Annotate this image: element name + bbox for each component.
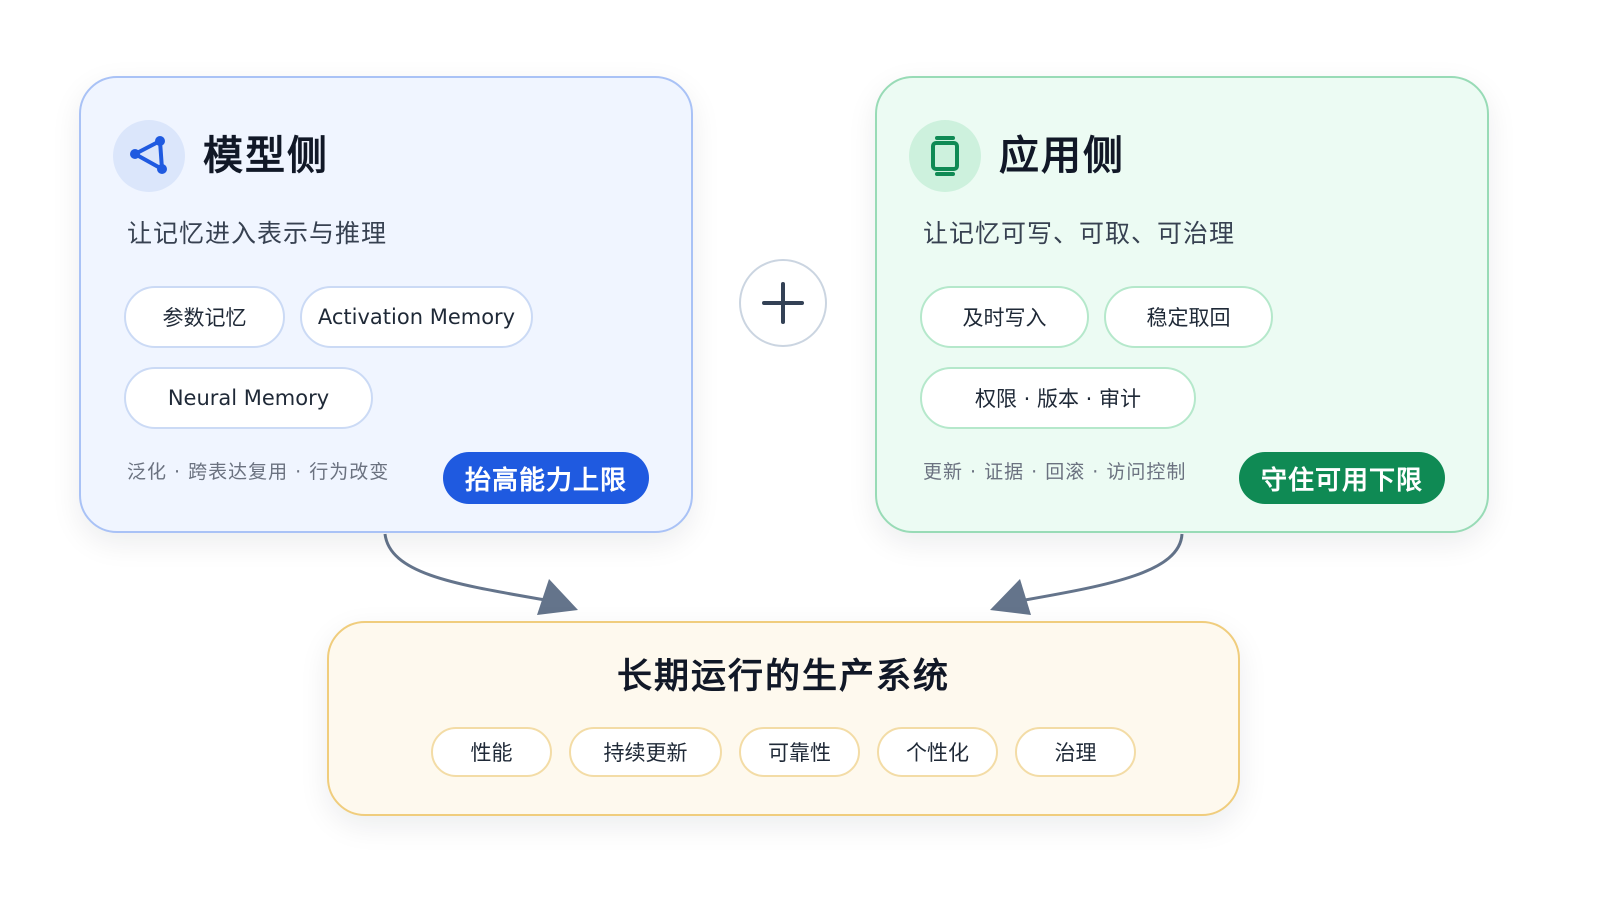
smartwatch-icon (909, 120, 981, 192)
arrow-head-right (990, 579, 1031, 615)
app-side-subtitle: 让记忆可写、可取、可治理 (923, 219, 1236, 248)
system-tag-reliability: 可靠性 (739, 727, 860, 777)
model-side-card: 模型侧 让记忆进入表示与推理 参数记忆 Activation Memory Ne… (79, 76, 693, 533)
production-system-card: 长期运行的生产系统 性能 持续更新 可靠性 个性化 治理 (327, 621, 1240, 816)
model-side-subtitle: 让记忆进入表示与推理 (127, 219, 388, 248)
model-tag-neural-memory: Neural Memory (124, 367, 373, 429)
arrow-head-left (537, 579, 578, 615)
app-side-title: 应用侧 (999, 133, 1125, 179)
system-tag-personalization: 个性化 (877, 727, 998, 777)
model-tag-parametric-memory: 参数记忆 (124, 286, 285, 348)
system-tag-governance: 治理 (1015, 727, 1136, 777)
app-side-card: 应用侧 让记忆可写、可取、可治理 及时写入 稳定取回 权限 · 版本 · 审计 … (875, 76, 1489, 533)
arrow-app-to-system (1024, 533, 1184, 602)
arrow-model-to-system (383, 533, 546, 602)
app-tag-permission-version-audit: 权限 · 版本 · 审计 (920, 367, 1196, 429)
share-nodes-icon (113, 120, 185, 192)
app-tag-timely-write: 及时写入 (920, 286, 1089, 348)
model-tag-activation-memory: Activation Memory (300, 286, 533, 348)
app-tag-stable-retrieval: 稳定取回 (1104, 286, 1273, 348)
app-side-badge: 守住可用下限 (1239, 452, 1445, 504)
system-tag-performance: 性能 (431, 727, 552, 777)
production-system-tags: 性能 持续更新 可靠性 个性化 治理 (329, 727, 1238, 777)
model-side-badge: 抬高能力上限 (443, 452, 649, 504)
model-side-title: 模型侧 (203, 133, 329, 179)
plus-icon (739, 259, 827, 347)
system-tag-continuous-update: 持续更新 (569, 727, 722, 777)
model-side-footer: 泛化 · 跨表达复用 · 行为改变 (127, 461, 390, 483)
app-side-footer: 更新 · 证据 · 回滚 · 访问控制 (923, 461, 1187, 483)
production-system-title: 长期运行的生产系统 (616, 657, 950, 697)
